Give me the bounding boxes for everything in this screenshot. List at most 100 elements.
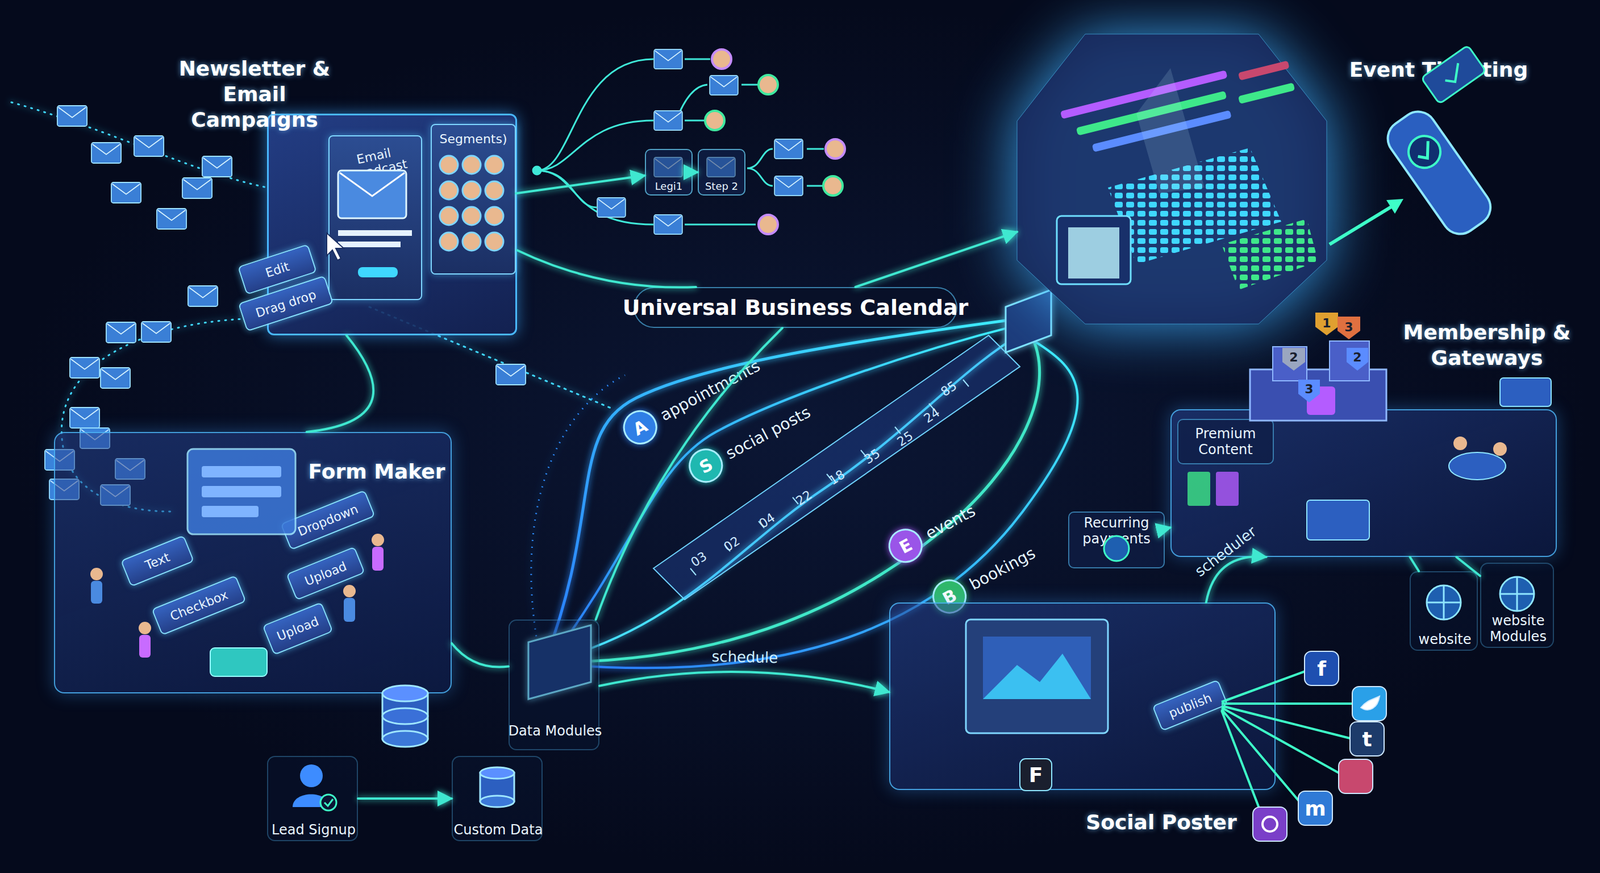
avatars	[705, 49, 845, 235]
venue-hex: Event Ticketing	[1017, 34, 1327, 324]
data-gate: Data Modules	[508, 619, 600, 750]
website-icon: website Modules	[1480, 562, 1554, 648]
venue-outline	[1017, 34, 1327, 324]
publish-rays	[1221, 670, 1353, 822]
node-label: Event Ticketing	[1342, 56, 1536, 83]
timeline-number: 25	[894, 428, 916, 449]
tier-number: 1	[1322, 315, 1331, 331]
form-platform: Form MakerTextCheckboxDropdownUploadUplo…	[53, 431, 452, 694]
membership-platform: Membership & GatewaysPremium Content	[1170, 409, 1557, 557]
timeline-number: 03	[688, 548, 710, 570]
node-label: Lead Signup	[245, 821, 382, 838]
journey-tree	[532, 59, 824, 225]
calendar-badge: Eevents	[881, 480, 1006, 572]
lead-icon: Lead Signup	[267, 755, 358, 841]
node-label: Edit	[263, 259, 291, 281]
node-label: Checkbox	[167, 586, 230, 623]
social-screen	[965, 619, 1108, 791]
node-label: appointments	[656, 356, 764, 425]
node-label: Social Poster	[1059, 809, 1264, 835]
timeline-number: 04	[756, 510, 778, 531]
lead-icon	[292, 764, 337, 811]
form-field-chip: Upload	[262, 601, 334, 656]
social-letter: f	[1317, 656, 1327, 681]
node-label: Premium Content	[1178, 425, 1273, 458]
timeline-number: 24	[921, 405, 943, 426]
social-letter: F	[1028, 763, 1044, 787]
tier-number: 2	[1352, 350, 1362, 365]
edge-label: scheduler	[1192, 522, 1261, 581]
badge-letter: S	[682, 442, 729, 489]
tier-number: 3	[1344, 319, 1353, 335]
timeline-ticks	[690, 379, 969, 575]
segments-panel: Segments)	[430, 123, 516, 275]
form-field-chip: Dropdown	[280, 489, 375, 550]
timeline-number: 02	[721, 533, 743, 554]
node-label: social posts	[722, 402, 814, 463]
people-figures	[90, 533, 385, 658]
edge-label: schedule	[711, 647, 778, 666]
flow-connector	[306, 335, 374, 432]
flow-connector	[1164, 527, 1171, 529]
node-label: Data Modules	[503, 722, 607, 739]
social-letter: t	[1361, 727, 1372, 751]
node-label: website	[1399, 631, 1491, 648]
calendar-hub: Universal Business Calendar	[633, 286, 958, 328]
node-label: Universal Business Calendar	[622, 294, 969, 320]
badge-letter: A	[617, 403, 664, 450]
premium-card: Premium Content	[1177, 418, 1274, 465]
node-label: Form Maker	[302, 458, 451, 485]
website-icon: website	[1409, 571, 1478, 651]
node-label: Text	[143, 549, 173, 573]
flow-connector	[1409, 556, 1419, 572]
node-label: Newsletter & Email Campaigns	[160, 55, 349, 133]
node-label: Upload	[302, 558, 349, 589]
ticket-scanner	[1367, 45, 1556, 241]
journey-envelopes	[597, 49, 803, 235]
node-label: Email broadcast	[327, 139, 424, 187]
timeline-number: 35	[861, 446, 883, 467]
badge-letter: E	[882, 522, 929, 569]
gateway-icons	[1103, 535, 1535, 620]
flow-connector	[357, 797, 452, 800]
database-icon: Custom Data	[451, 755, 543, 841]
form-card	[187, 448, 296, 677]
membership-castle	[1187, 312, 1552, 540]
node-label: Dropdown	[295, 501, 360, 539]
timeline-number: 18	[826, 467, 848, 488]
flow-connector	[451, 643, 509, 668]
flow-connector	[855, 231, 1018, 287]
flow-connector	[1456, 556, 1481, 576]
flow-connector	[599, 671, 890, 693]
node-label: Segments)	[431, 131, 515, 147]
node-label: website Modules	[1475, 612, 1561, 645]
form-field-chip: Upload	[285, 546, 365, 600]
email-graphics	[326, 170, 412, 278]
publish-hub: publish	[1152, 678, 1229, 731]
timeline-number: 22	[793, 487, 815, 508]
flow-connector	[517, 250, 697, 287]
flow-connector	[596, 327, 783, 620]
node-label: Drag drop	[253, 286, 319, 320]
node-label: Custom Data	[430, 821, 567, 838]
node-label: publish	[1166, 690, 1214, 721]
node-label: Step 2	[705, 180, 739, 195]
timeline-number: 85	[938, 378, 960, 399]
node-label: events	[922, 501, 979, 543]
node-label: Upload	[275, 613, 322, 644]
form-field-chip: Checkbox	[151, 575, 247, 636]
email-panel: Newsletter & Email CampaignsEmail broadc…	[267, 113, 518, 336]
node-label: Recurring payments	[1069, 512, 1164, 547]
node-label: Membership & Gateways	[1393, 319, 1581, 371]
social-letter: m	[1304, 796, 1327, 820]
tier-number: 3	[1304, 381, 1314, 397]
flow-connector	[692, 171, 698, 174]
node-label: bookings	[965, 543, 1039, 594]
database-icons	[382, 685, 515, 807]
venue-interior	[1056, 55, 1319, 290]
step-node: Step 2	[697, 148, 746, 196]
node-label: Legi1	[655, 180, 683, 195]
social-icons	[1252, 651, 1387, 841]
